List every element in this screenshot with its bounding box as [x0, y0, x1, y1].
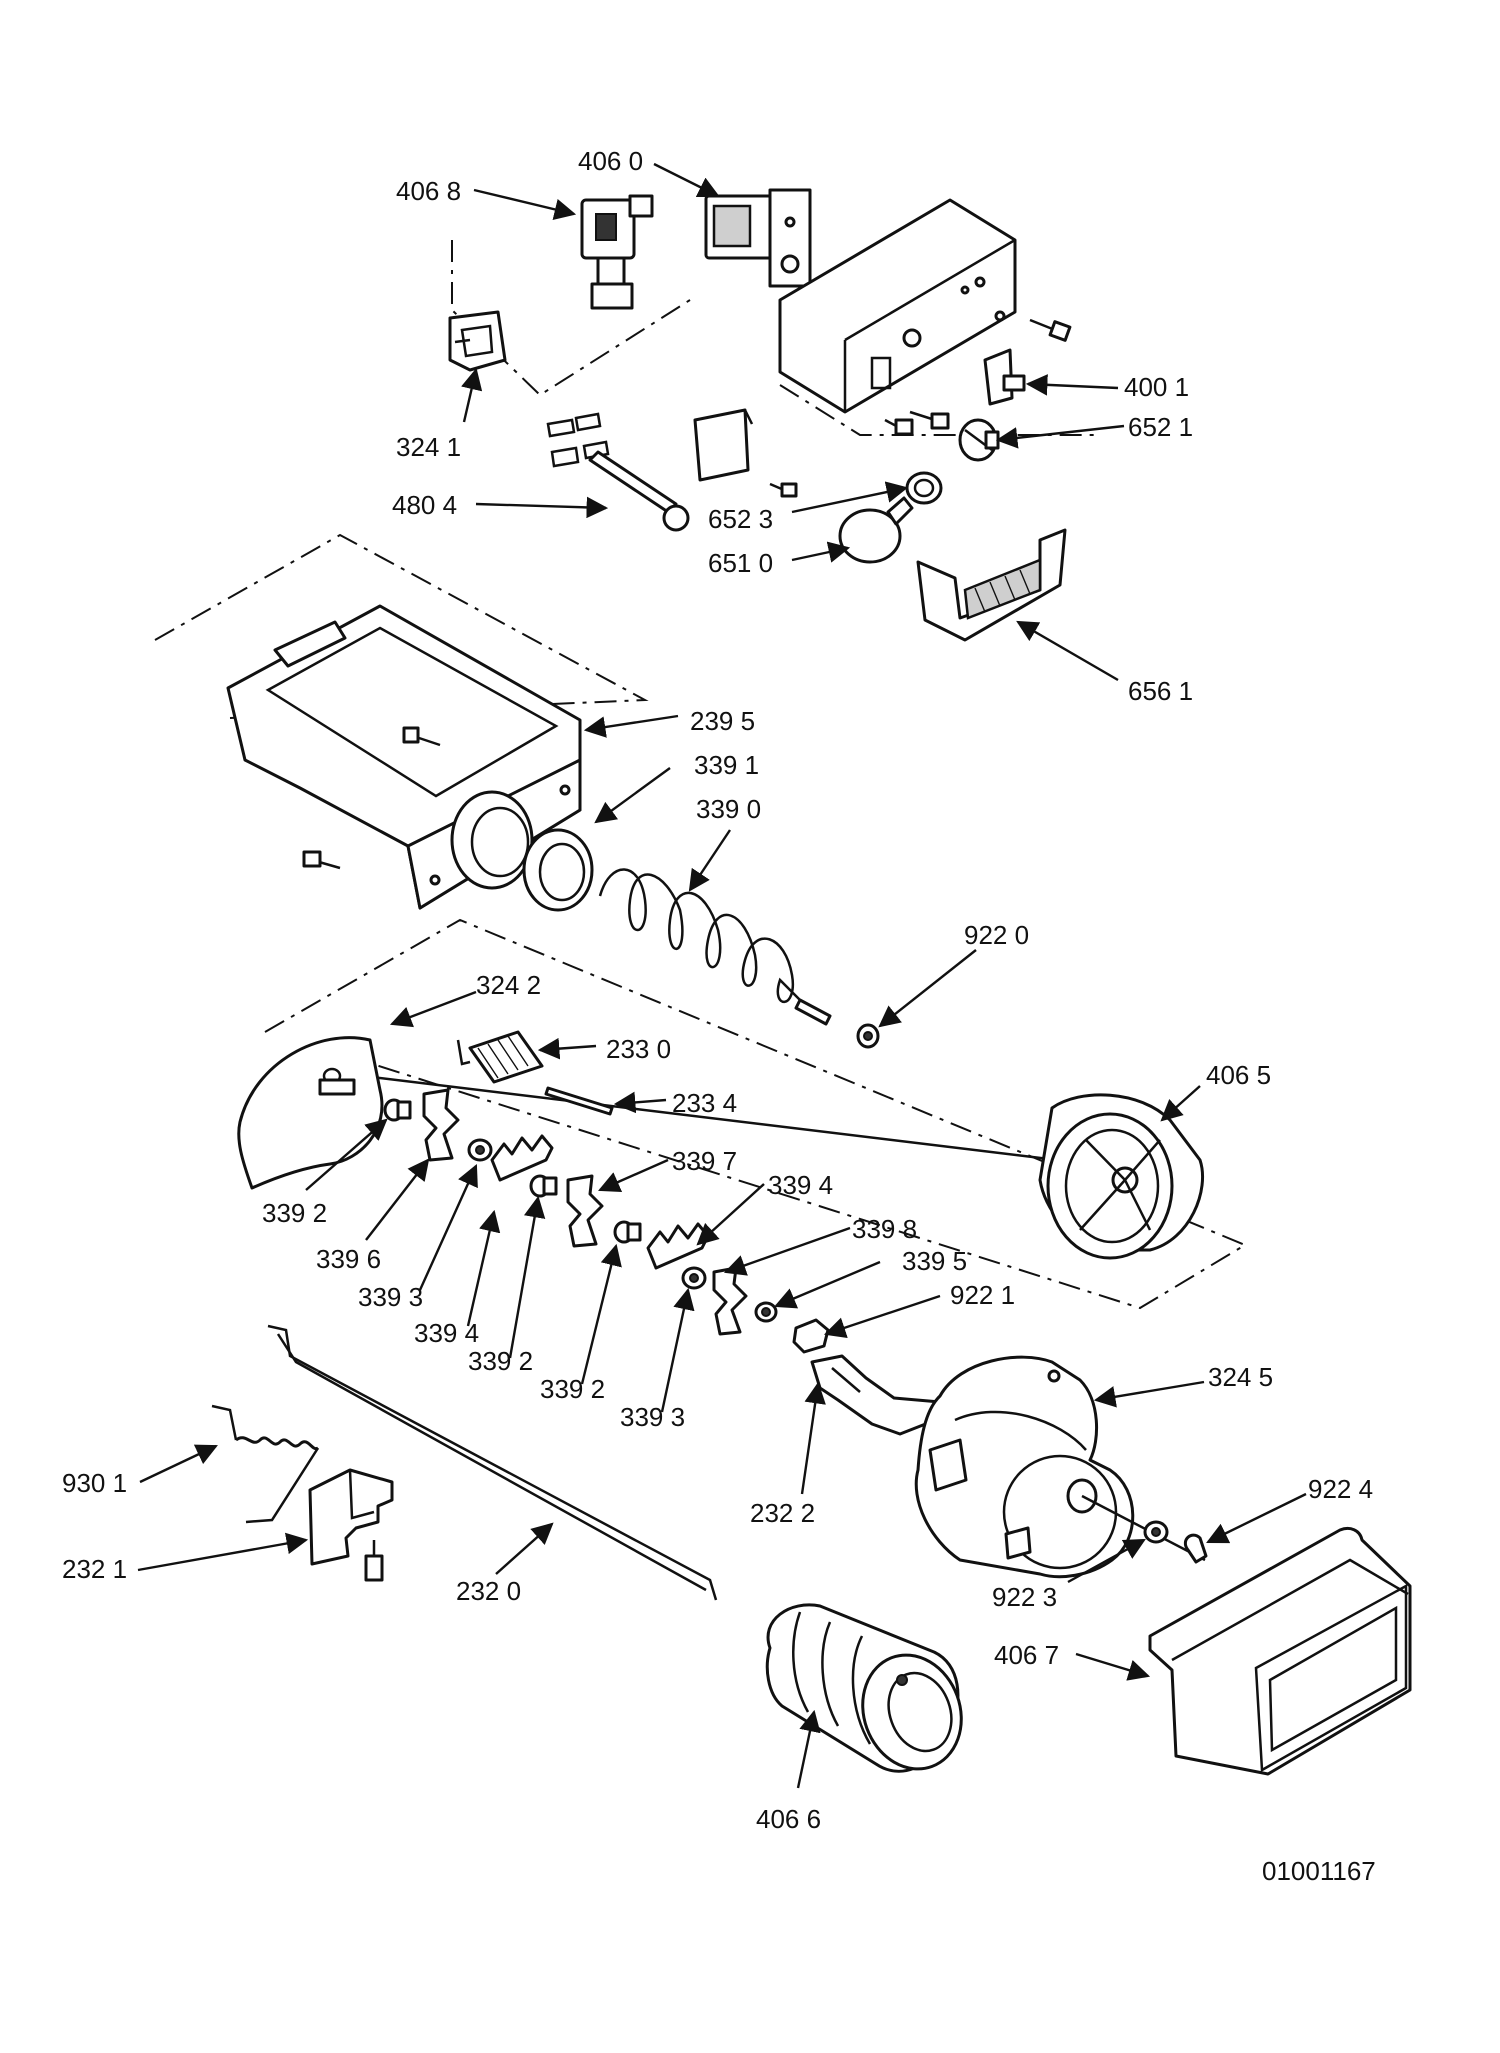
- callout-2395: 239 5: [690, 706, 755, 736]
- callout-3391: 339 1: [694, 750, 759, 780]
- callout-4060: 406 0: [578, 146, 643, 176]
- callout-3396: 339 6: [316, 1244, 381, 1274]
- auger-bushing: [522, 828, 594, 912]
- callout-4001: 400 1: [1124, 372, 1189, 402]
- lamp-socket: [958, 418, 1000, 462]
- callout-2334: 233 4: [672, 1088, 737, 1118]
- blade-d: [646, 1222, 710, 1270]
- valve-bracket: [448, 310, 507, 372]
- motor-housing: [914, 1355, 1135, 1579]
- callout-9301: 930 1: [62, 1468, 127, 1498]
- callout-2321: 232 1: [62, 1554, 127, 1584]
- callout-labels: 406 0 406 8 400 1 652 1 324 1 480 4 652 …: [62, 146, 1373, 1834]
- callout-4065: 406 5: [1206, 1060, 1271, 1090]
- callout-3245: 324 5: [1208, 1362, 1273, 1392]
- callout-3393a: 339 3: [358, 1282, 423, 1312]
- callout-3394a: 339 4: [768, 1170, 833, 1200]
- clip-9224: [1183, 1533, 1208, 1564]
- screw-mid: [884, 410, 950, 436]
- callout-3394b: 339 4: [414, 1318, 479, 1348]
- callout-3392b: 339 2: [468, 1346, 533, 1376]
- callout-2322: 232 2: [750, 1498, 815, 1528]
- rod-bracket: [308, 1468, 394, 1566]
- control-housing: [778, 198, 1017, 414]
- bin-screw-inner: [402, 726, 441, 747]
- callout-9220: 922 0: [964, 920, 1029, 950]
- blade-b: [490, 1134, 554, 1182]
- timer-motor: [704, 188, 812, 288]
- auger-wheel: [1038, 1093, 1205, 1260]
- callout-3395: 339 5: [902, 1246, 967, 1276]
- motor-cover: [1148, 1526, 1412, 1776]
- callout-9221: 922 1: [950, 1280, 1015, 1310]
- callout-6523: 652 3: [708, 504, 773, 534]
- washer-9223: [1143, 1520, 1169, 1544]
- actuator-rod: [267, 1324, 718, 1601]
- callout-6521: 652 1: [1128, 412, 1193, 442]
- ice-bin-housing: [226, 604, 582, 910]
- callout-2330: 233 0: [606, 1034, 671, 1064]
- lamp-bulb: [838, 496, 914, 564]
- callout-3242: 324 2: [476, 970, 541, 1000]
- callout-3392c: 339 2: [540, 1374, 605, 1404]
- screw-lamp: [769, 482, 798, 498]
- washer-b: [681, 1266, 707, 1290]
- callout-4068: 406 8: [396, 176, 461, 206]
- blade-c: [566, 1174, 604, 1248]
- callout-3397: 339 7: [672, 1146, 737, 1176]
- nut-9221: [792, 1318, 830, 1354]
- callout-3393b: 339 3: [620, 1402, 685, 1432]
- washer-c: [754, 1301, 778, 1323]
- callout-9223: 922 3: [992, 1582, 1057, 1612]
- wire-harness: [546, 412, 690, 532]
- callout-3390: 339 0: [696, 794, 761, 824]
- door-switch: [983, 348, 1026, 406]
- spacer-a: [383, 1098, 412, 1122]
- drawing-number: 01001167: [1262, 1856, 1376, 1886]
- callout-2320: 232 0: [456, 1576, 521, 1606]
- callout-4804: 480 4: [392, 490, 457, 520]
- return-spring: [211, 1404, 320, 1524]
- electrical-assembly-outline: [779, 384, 1095, 436]
- bin-screw-left: [302, 850, 341, 870]
- callout-3398: 339 8: [852, 1214, 917, 1244]
- callout-3241: 324 1: [396, 432, 461, 462]
- callout-3392a: 339 2: [262, 1198, 327, 1228]
- callout-4066: 406 6: [756, 1804, 821, 1834]
- spacer-b: [529, 1174, 558, 1198]
- lamp-bracket: [693, 408, 754, 482]
- spacer-c: [613, 1220, 642, 1244]
- bellows: [765, 1603, 963, 1773]
- crusher-block: [456, 1030, 544, 1084]
- washer-9220: [856, 1023, 880, 1049]
- solenoid-valve: [580, 194, 654, 310]
- lamp-shield: [916, 528, 1067, 642]
- bracket-screw: [364, 1540, 384, 1582]
- callout-4067: 406 7: [994, 1640, 1059, 1670]
- screw-upper-right: [1029, 318, 1072, 342]
- callout-6510: 651 0: [708, 548, 773, 578]
- blade-e: [712, 1266, 748, 1336]
- auger-spring: [598, 868, 832, 1026]
- callout-9224: 922 4: [1308, 1474, 1373, 1504]
- callout-6561: 656 1: [1128, 676, 1193, 706]
- crusher-pin: [544, 1086, 614, 1116]
- auger-shaft-line: [329, 1070, 1141, 1172]
- lamp-retainer: [905, 471, 943, 505]
- end-plate: [237, 1036, 384, 1190]
- washer-a: [467, 1138, 493, 1162]
- blade-a: [422, 1088, 460, 1162]
- motor-shaft-line: [1081, 1494, 1206, 1562]
- leader-lines: [137, 162, 1307, 1789]
